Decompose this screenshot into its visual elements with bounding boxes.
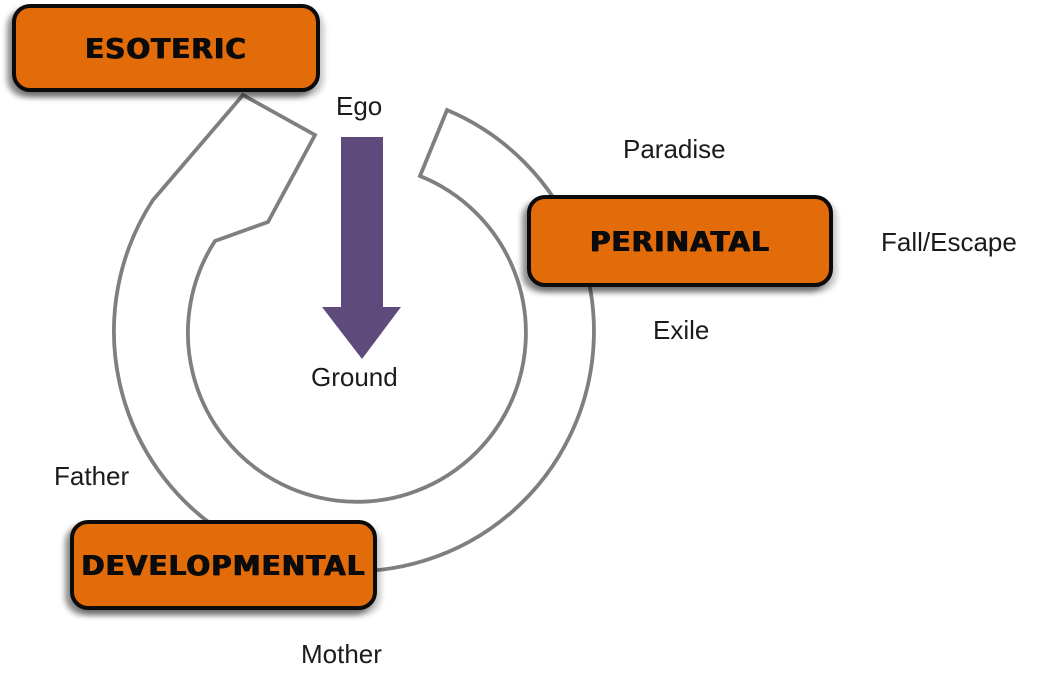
exile-label: Exile [653, 315, 710, 345]
perinatal-box-label: PERINATAL [590, 224, 770, 258]
fall-escape-label: Fall/Escape [881, 227, 1017, 257]
ego-to-ground-arrow [322, 137, 401, 359]
perinatal-box: PERINATAL [527, 195, 833, 287]
father-label: Father [54, 461, 130, 491]
developmental-box-label: DEVELOPMENTAL [81, 548, 366, 582]
mother-label: Mother [301, 639, 382, 669]
ground-label: Ground [311, 362, 398, 392]
esoteric-box-label: ESOTERIC [85, 31, 247, 65]
paradise-label: Paradise [623, 134, 726, 164]
developmental-box: DEVELOPMENTAL [70, 520, 377, 610]
ego-label: Ego [336, 91, 383, 121]
esoteric-box: ESOTERIC [12, 4, 320, 92]
circular-cycle-arrow [112, 92, 596, 574]
